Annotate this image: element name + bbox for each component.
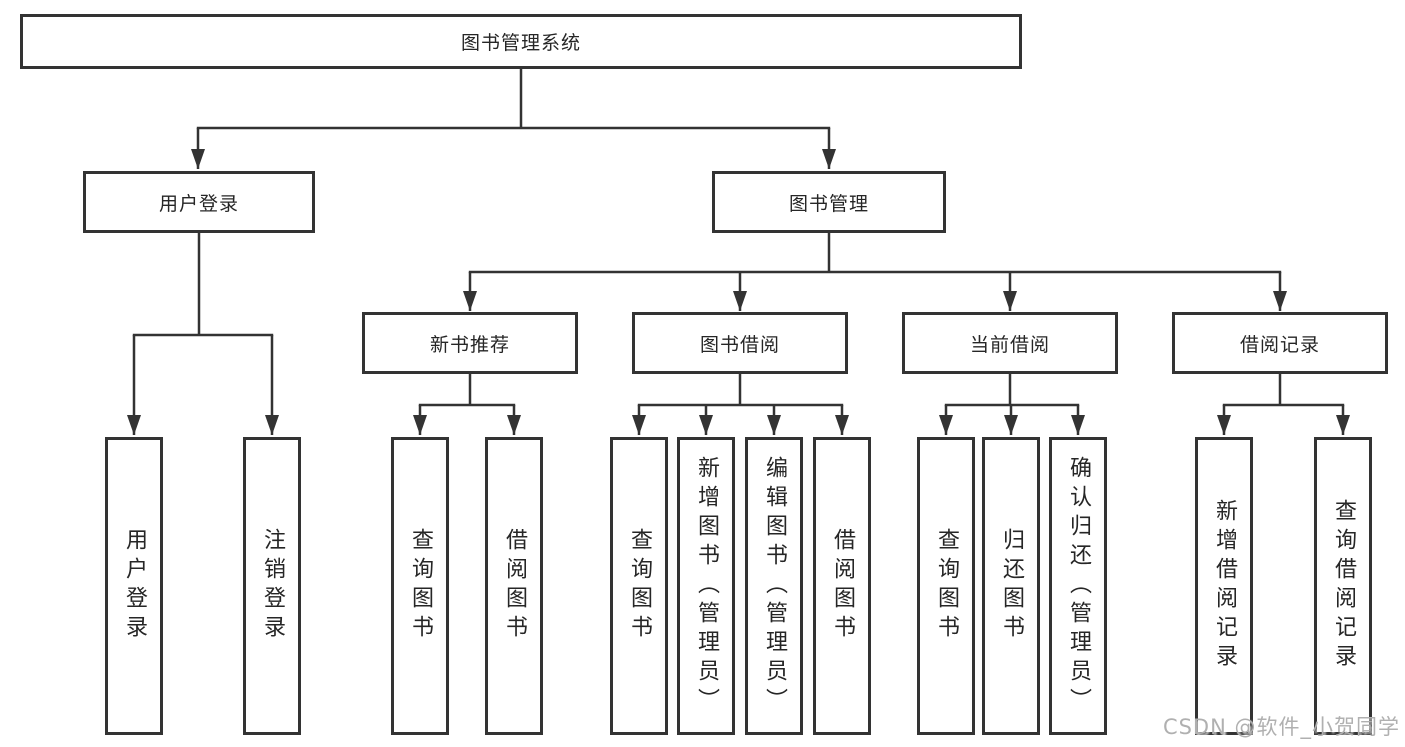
watermark-text: CSDN @软件_小贺同学 bbox=[1162, 715, 1400, 739]
leaf-logout: 注销登录 bbox=[243, 437, 301, 735]
leaf-confirm-return-admin: 确认归还（管理员） bbox=[1049, 437, 1107, 735]
node-root: 图书管理系统 bbox=[20, 14, 1022, 69]
leaf-user-login: 用户登录 bbox=[105, 437, 163, 735]
leaf-recommend-query-books-label: 查询图书 bbox=[408, 528, 433, 644]
leaf-query-borrow-record: 查询借阅记录 bbox=[1314, 437, 1372, 735]
node-book-borrowing: 图书借阅 bbox=[632, 312, 848, 374]
leaf-user-login-label: 用户登录 bbox=[122, 528, 147, 644]
node-user-login: 用户登录 bbox=[83, 171, 315, 233]
leaf-add-borrow-record-label: 新增借阅记录 bbox=[1212, 499, 1237, 673]
leaf-add-borrow-record: 新增借阅记录 bbox=[1195, 437, 1253, 735]
leaf-current-query-books-label: 查询图书 bbox=[934, 528, 959, 644]
leaf-borrowing-borrow-books: 借阅图书 bbox=[813, 437, 871, 735]
leaf-edit-books-admin: 编辑图书（管理员） bbox=[745, 437, 803, 735]
node-new-book-recommendation: 新书推荐 bbox=[362, 312, 578, 374]
leaf-add-books-admin-label: 新增图书（管理员） bbox=[694, 455, 719, 717]
leaf-current-query-books: 查询图书 bbox=[917, 437, 975, 735]
leaf-recommend-query-books: 查询图书 bbox=[391, 437, 449, 735]
leaf-edit-books-admin-label: 编辑图书（管理员） bbox=[762, 455, 787, 717]
leaf-borrowing-query-books-label: 查询图书 bbox=[627, 528, 652, 644]
node-book-management: 图书管理 bbox=[712, 171, 946, 233]
node-current-borrowing: 当前借阅 bbox=[902, 312, 1118, 374]
leaf-return-books: 归还图书 bbox=[982, 437, 1040, 735]
leaf-recommend-borrow-books-label: 借阅图书 bbox=[502, 528, 527, 644]
leaf-query-borrow-record-label: 查询借阅记录 bbox=[1331, 499, 1356, 673]
leaf-logout-label: 注销登录 bbox=[260, 528, 285, 644]
leaf-return-books-label: 归还图书 bbox=[999, 528, 1024, 644]
leaf-borrowing-query-books: 查询图书 bbox=[610, 437, 668, 735]
leaf-add-books-admin: 新增图书（管理员） bbox=[677, 437, 735, 735]
leaf-borrowing-borrow-books-label: 借阅图书 bbox=[830, 528, 855, 644]
leaf-confirm-return-admin-label: 确认归还（管理员） bbox=[1066, 455, 1091, 717]
leaf-recommend-borrow-books: 借阅图书 bbox=[485, 437, 543, 735]
node-borrowing-records: 借阅记录 bbox=[1172, 312, 1388, 374]
